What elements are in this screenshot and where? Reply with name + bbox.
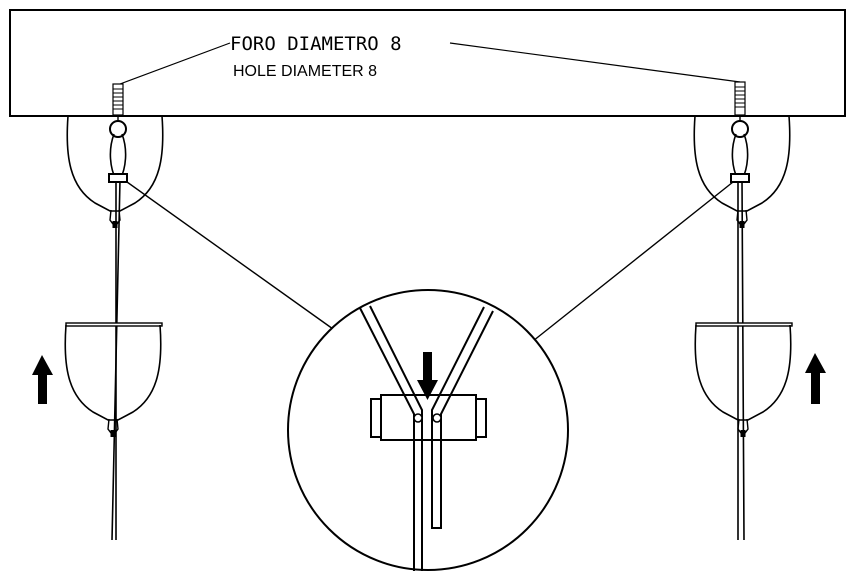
detail-screw-right bbox=[432, 413, 442, 423]
callout-line-left bbox=[126, 181, 334, 330]
arrow-up-icon bbox=[32, 355, 53, 404]
cable-clamp-right bbox=[730, 173, 750, 183]
cable-right-inner bbox=[741, 133, 749, 541]
hook-ring-right bbox=[731, 115, 749, 138]
detail-screw-left bbox=[413, 413, 423, 423]
leader-line-left bbox=[119, 42, 231, 85]
canopy-right-lowered bbox=[694, 322, 793, 438]
canopy-left-lowered bbox=[64, 322, 163, 438]
leader-line-right bbox=[449, 42, 741, 83]
detail-cable-right bbox=[431, 306, 494, 529]
detail-magnifier bbox=[287, 289, 569, 571]
label-italian: FORO DIAMETRO 8 bbox=[230, 33, 402, 55]
arrow-down-icon bbox=[417, 352, 438, 400]
callout-line-right bbox=[532, 181, 734, 342]
label-english: HOLE DIAMETER 8 bbox=[233, 63, 377, 80]
cable-clamp-left bbox=[108, 173, 128, 183]
ceiling-anchor-left bbox=[112, 83, 124, 116]
arrow-up-icon bbox=[805, 353, 826, 404]
ceiling-slab bbox=[9, 9, 846, 117]
cable-right-outer bbox=[731, 133, 739, 540]
ceiling-anchor-right bbox=[734, 81, 746, 116]
detail-clamp-end-right bbox=[475, 398, 487, 438]
cable-left-inner bbox=[111, 133, 127, 541]
hook-ring-left bbox=[109, 115, 127, 138]
detail-clamp-end-left bbox=[370, 398, 382, 438]
